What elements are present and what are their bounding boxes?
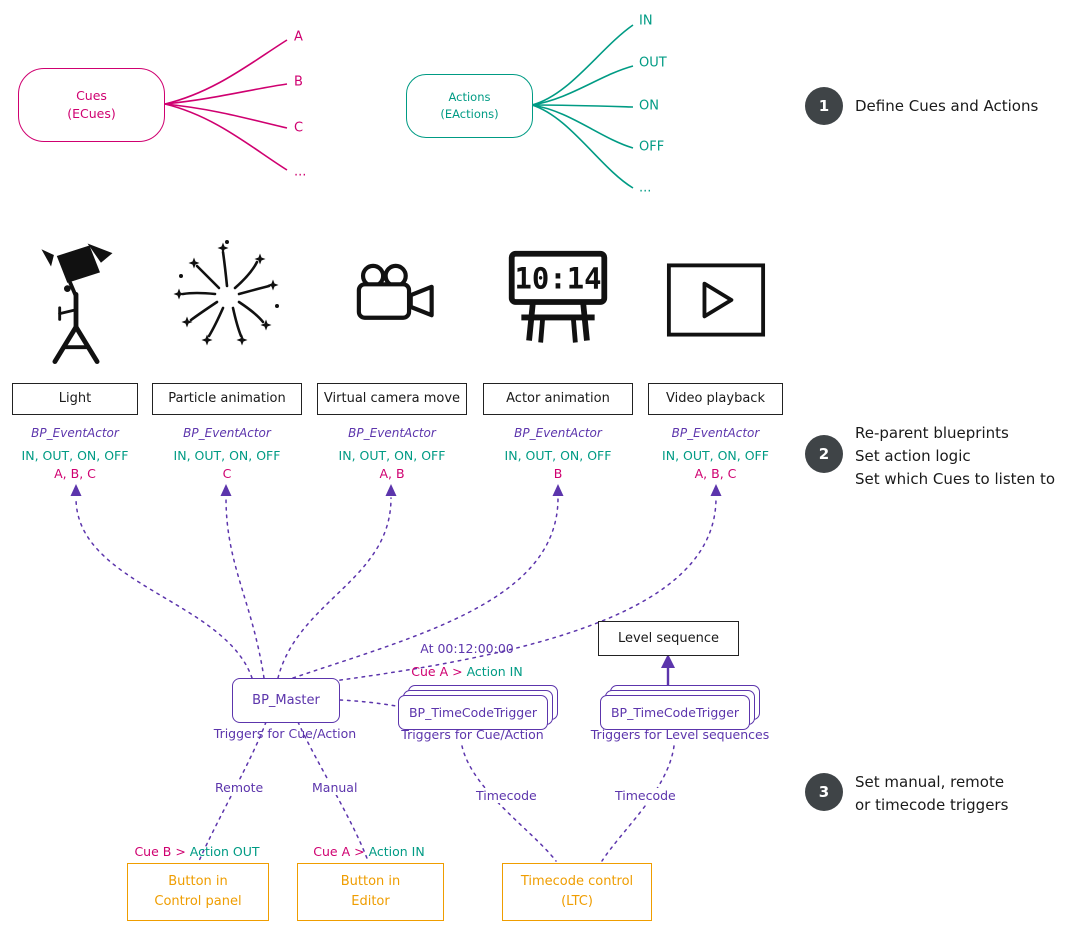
source-editor-box: Button in Editor: [297, 863, 444, 921]
cue-branch-a: A: [294, 29, 303, 45]
actions-node: Actions (EActions): [406, 74, 533, 138]
device-label-box: Actor animation: [483, 383, 633, 415]
device-parent-class: BP_EventActor: [183, 426, 271, 440]
edge-label-remote: Remote: [212, 780, 267, 795]
video-camera-icon: [348, 260, 440, 332]
bp-master-box: BP_Master: [232, 678, 340, 723]
device-label-box: Light: [12, 383, 138, 415]
action-branch-out: OUT: [639, 55, 667, 71]
action-branch-more: ...: [639, 180, 652, 196]
cue-branch-more: ...: [294, 164, 307, 180]
device-cues: A, B: [379, 466, 405, 481]
bp-level-trigger-box: BP_TimeCodeTrigger: [600, 695, 750, 730]
device-cues: A, B, C: [54, 466, 96, 481]
device-arrowheads: [70, 484, 722, 496]
device-col-actor: Actor animation BP_EventActor IN, OUT, O…: [483, 383, 633, 481]
cue-branch-b: B: [294, 74, 303, 90]
device-parent-class: BP_EventActor: [31, 426, 119, 440]
device-actions: IN, OUT, ON, OFF: [504, 448, 612, 463]
step-2-text: Re-parent blueprints Set action logic Se…: [855, 424, 1056, 488]
timecode-trigger-time: At 00:12:00:00: [420, 641, 514, 656]
device-col-video: Video playback BP_EventActor IN, OUT, ON…: [648, 383, 783, 481]
device-label-box: Particle animation: [152, 383, 302, 415]
step-3-badge: 3: [805, 773, 843, 811]
device-col-light: Light BP_EventActor IN, OUT, ON, OFF A, …: [12, 383, 138, 481]
scoreboard-icon: 10:14: [500, 248, 616, 356]
level-sequence-box: Level sequence: [598, 621, 739, 656]
actions-node-line1: Actions: [448, 90, 491, 105]
cue-branch-c: C: [294, 120, 304, 136]
source-ltc-box: Timecode control (LTC): [502, 863, 652, 921]
cues-node-line2: (ECues): [67, 106, 116, 121]
bp-timecode-trigger-stack: BP_TimeCodeTrigger: [398, 685, 558, 730]
device-parent-class: BP_EventActor: [348, 426, 436, 440]
bp-timecode-trigger-box: BP_TimeCodeTrigger: [398, 695, 548, 730]
level-trigger-caption: Triggers for Level sequences: [590, 727, 770, 742]
action-branch-off: OFF: [639, 139, 665, 155]
timecode-trigger-binding: Cue A >Action IN: [411, 664, 523, 679]
device-parent-class: BP_EventActor: [671, 426, 760, 440]
device-label-box: Virtual camera move: [317, 383, 467, 415]
device-label-box: Video playback: [648, 383, 783, 415]
actions-node-line2: (EActions): [440, 107, 499, 121]
trigger-connectors: [198, 721, 675, 862]
device-col-particle: Particle animation BP_EventActor IN, OUT…: [152, 383, 302, 481]
device-actions: IN, OUT, ON, OFF: [173, 448, 281, 463]
device-cues: B: [553, 466, 563, 481]
device-col-camera: Virtual camera move BP_EventActor IN, OU…: [317, 383, 467, 481]
bp-master-caption: Triggers for Cue/Action: [213, 726, 357, 741]
source-control-panel-box: Button in Control panel: [127, 863, 269, 921]
cues-node-line1: Cues: [76, 87, 107, 103]
remote-binding: Cue B >Action OUT: [134, 844, 260, 859]
device-actions: IN, OUT, ON, OFF: [662, 448, 769, 463]
device-cues: A, B, C: [694, 466, 737, 481]
edge-label-timecode-right: Timecode: [612, 788, 679, 803]
timecode-trigger-caption: Triggers for Cue/Action: [401, 727, 544, 742]
manual-binding: Cue A >Action IN: [313, 844, 425, 859]
fireworks-icon: [167, 236, 287, 358]
actions-branch-lines: [531, 24, 634, 189]
device-actions: IN, OUT, ON, OFF: [21, 448, 129, 463]
spotlight-icon: [28, 238, 124, 370]
step-2-badge: 2: [805, 435, 843, 473]
edge-label-timecode-left: Timecode: [473, 788, 540, 803]
play-icon: [666, 262, 766, 338]
cues-node: Cues (ECues): [18, 68, 165, 142]
scoreboard-display: 10:14: [514, 262, 601, 296]
edge-label-manual: Manual: [309, 780, 361, 795]
action-branch-on: ON: [639, 98, 659, 114]
cues-branch-lines: [164, 39, 288, 171]
action-branch-in: IN: [639, 13, 653, 29]
device-actions: IN, OUT, ON, OFF: [338, 448, 446, 463]
step-1-text: Define Cues and Actions: [855, 97, 1039, 115]
step-3-text: Set manual, remote or timecode triggers: [855, 773, 1009, 814]
bp-level-trigger-stack: BP_TimeCodeTrigger: [600, 685, 760, 730]
device-parent-class: BP_EventActor: [514, 426, 602, 440]
device-cues: C: [222, 466, 232, 481]
step-1-badge: 1: [805, 87, 843, 125]
